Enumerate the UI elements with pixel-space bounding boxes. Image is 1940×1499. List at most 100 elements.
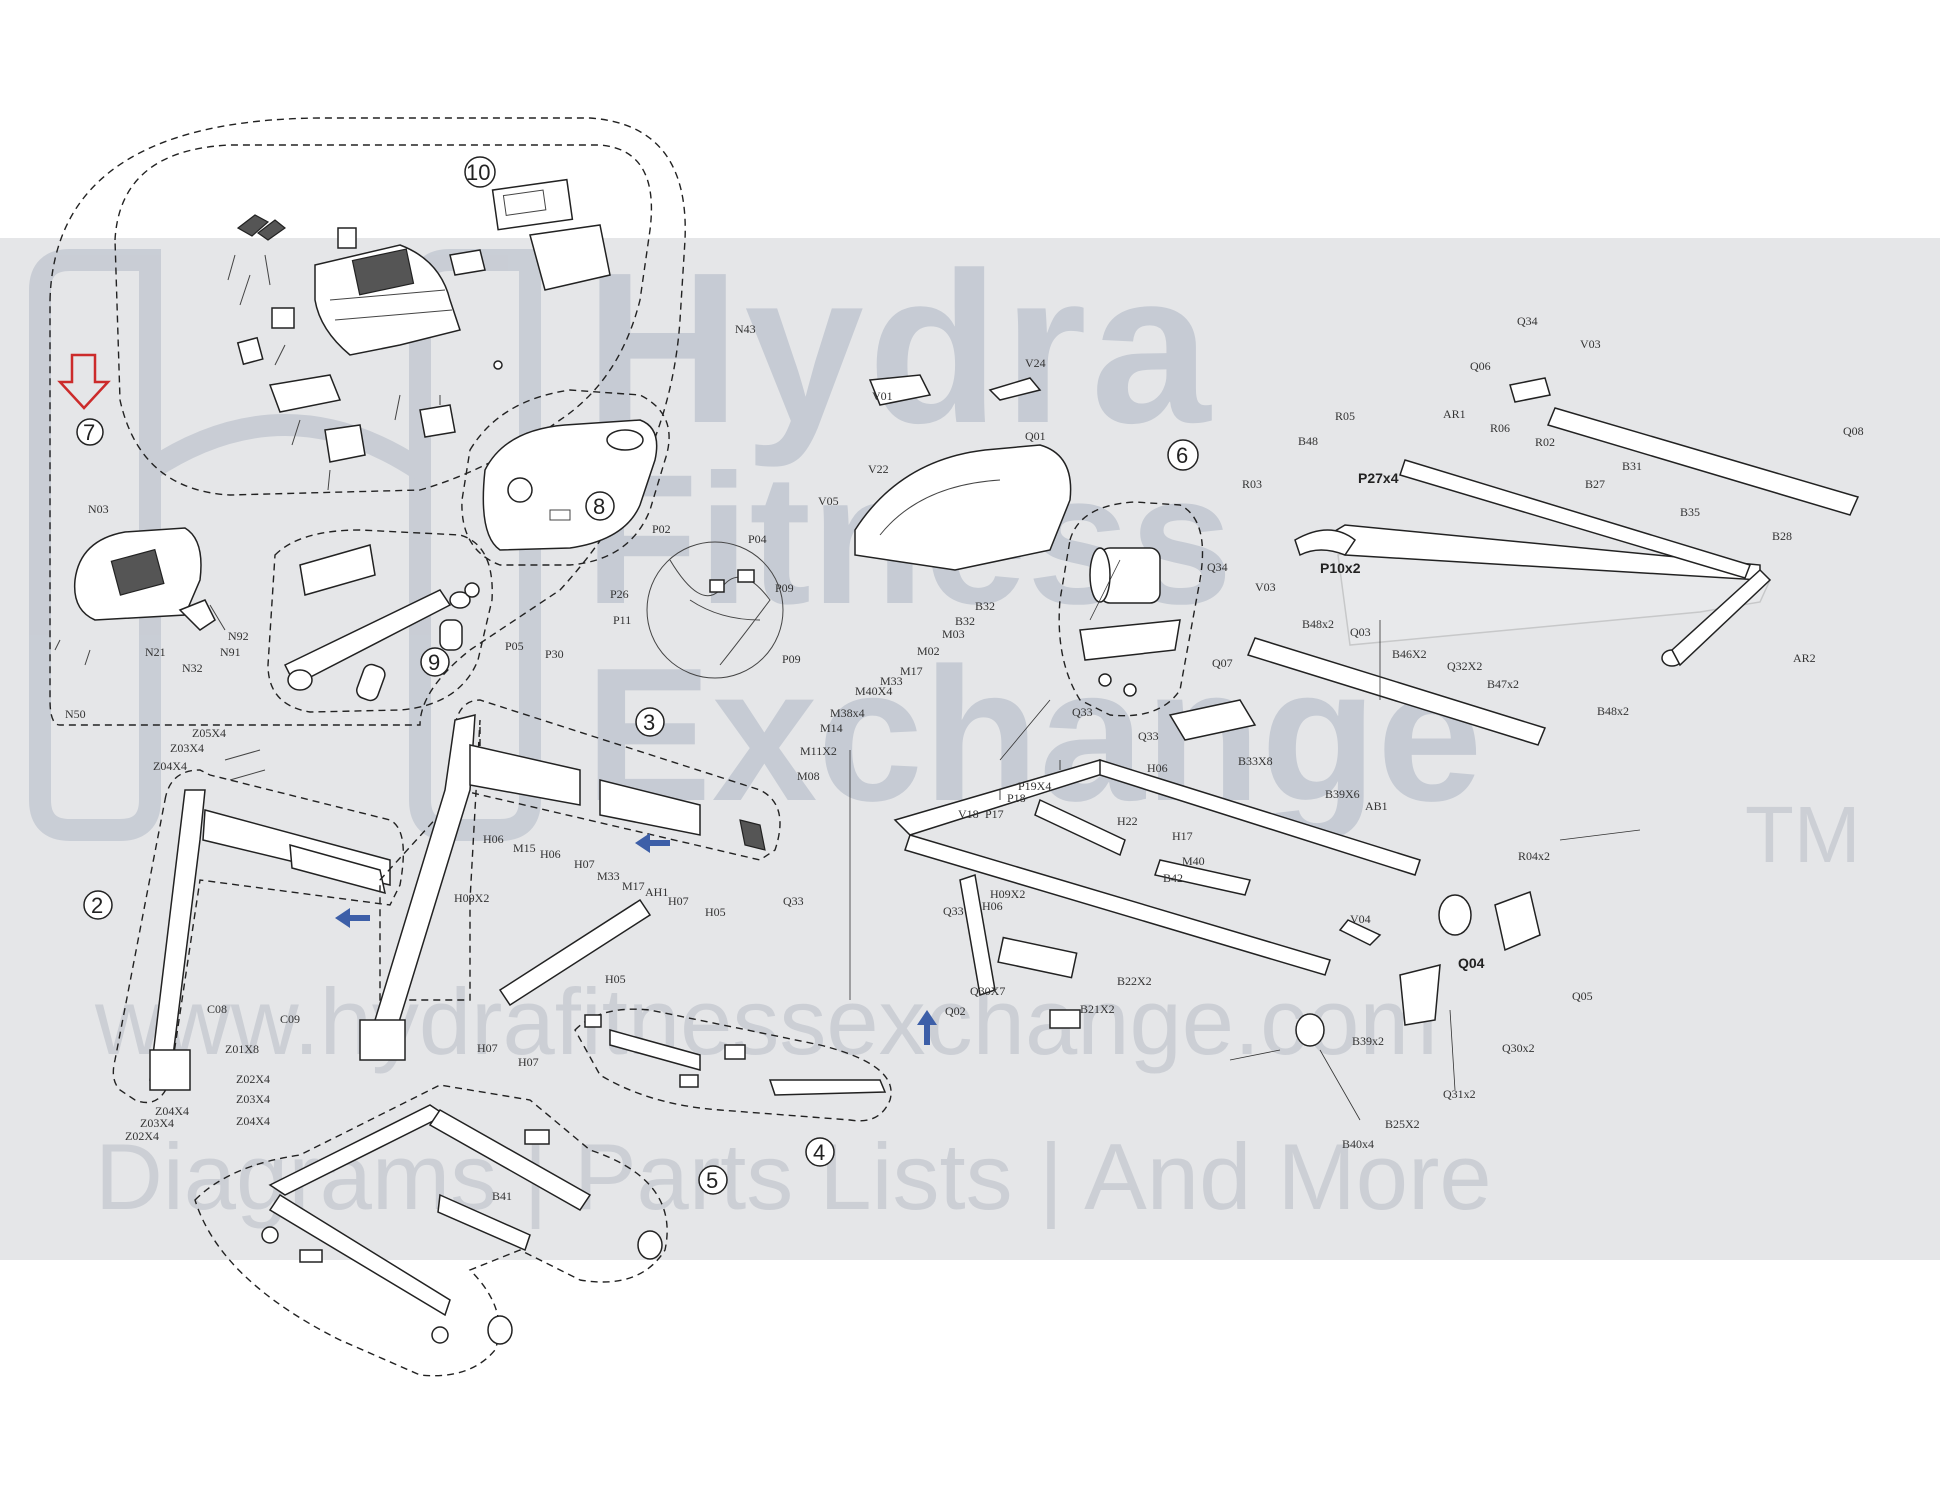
part-label: H09X2	[454, 891, 489, 905]
right-upright-3	[359, 699, 781, 1061]
part-label: Q33	[1138, 729, 1159, 743]
part-label: P11	[613, 613, 631, 627]
group-number-10: 10	[466, 160, 490, 185]
part-label: B48x2	[1302, 617, 1334, 631]
part-label: V04	[1350, 912, 1371, 926]
part-label: Q04	[1458, 955, 1485, 971]
part-label: Q30x2	[1502, 1041, 1535, 1055]
part-label: B39X6	[1325, 787, 1360, 801]
watermark-band	[0, 238, 1940, 1260]
part-label: H22	[1117, 814, 1138, 828]
part-label: P27x4	[1358, 470, 1399, 486]
part-label: P17	[985, 807, 1004, 821]
watermark-word-hydra: Hydra	[585, 227, 1215, 468]
part-label: R06	[1490, 421, 1510, 435]
handlebar-pod	[54, 527, 226, 666]
part-label: AR1	[1443, 407, 1466, 421]
part-label: M40X4	[855, 684, 892, 698]
part-label: H06	[982, 899, 1003, 913]
part-label: M02	[917, 644, 940, 658]
part-label: Q07	[1212, 656, 1233, 670]
part-label: R02	[1535, 435, 1555, 449]
part-label: H09X2	[990, 887, 1025, 901]
group-number-5: 5	[706, 1168, 718, 1193]
red-arrow-icon	[57, 353, 111, 410]
group-number-7: 7	[83, 420, 95, 445]
part-label: M08	[797, 769, 820, 783]
part-label: H06	[540, 847, 561, 861]
part-label: B41	[492, 1189, 512, 1203]
part-label: Q32X2	[1447, 659, 1482, 673]
part-label: M38x4	[830, 706, 865, 720]
group-number-2: 2	[91, 893, 103, 918]
part-label: V05	[818, 494, 839, 508]
part-label: H07	[668, 894, 689, 908]
part-labels: N03 N92 N91 N21 N32 N50 N43 P02 P04 P09 …	[65, 314, 1864, 1203]
part-label: Z04X4	[236, 1114, 270, 1128]
part-label: B48	[1298, 434, 1318, 448]
part-label: V03	[1255, 580, 1276, 594]
blue-arrow-icon	[335, 908, 370, 928]
part-label: Q33	[943, 904, 964, 918]
part-label: M17	[900, 664, 923, 678]
left-upright-2	[112, 749, 405, 1104]
part-label: P09	[782, 652, 801, 666]
group-number-markers: 10 7 8 9 3 2 6 4 5	[76, 156, 1199, 1195]
part-label: Q30X7	[970, 984, 1005, 998]
wiring-harness	[646, 541, 784, 679]
part-label: M03	[942, 627, 965, 641]
part-label: P02	[652, 522, 671, 536]
part-label: B32	[975, 599, 995, 613]
part-label: H06	[1147, 761, 1168, 775]
group-number-4: 4	[813, 1140, 825, 1165]
part-label: B48x2	[1597, 704, 1629, 718]
part-label: M11X2	[800, 744, 837, 758]
part-label: B25X2	[1385, 1117, 1420, 1131]
part-label: B32	[955, 614, 975, 628]
part-label: AH1	[645, 885, 668, 899]
part-label: Q08	[1843, 424, 1864, 438]
blue-arrow-icon	[917, 1010, 937, 1045]
part-label: B40x4	[1342, 1137, 1374, 1151]
part-label: B42	[1163, 871, 1183, 885]
part-label: P30	[545, 647, 564, 661]
part-label: M40	[1182, 854, 1205, 868]
part-label: Q33	[1072, 705, 1093, 719]
group-number-8: 8	[593, 494, 605, 519]
part-label: B31	[1622, 459, 1642, 473]
part-label: B46X2	[1392, 647, 1427, 661]
part-label: P19X4	[1018, 779, 1051, 793]
base-frame-5	[194, 1084, 668, 1377]
part-label: N92	[228, 629, 249, 643]
belt-rails	[1246, 377, 1860, 746]
part-label: N50	[65, 707, 86, 721]
part-label: V03	[1580, 337, 1601, 351]
part-label: Q06	[1470, 359, 1491, 373]
part-label: B47x2	[1487, 677, 1519, 691]
part-label: Q33	[783, 894, 804, 908]
part-label: V22	[868, 462, 889, 476]
part-label: Z01X8	[225, 1042, 259, 1056]
part-label: M15	[513, 841, 536, 855]
part-label: B22X2	[1117, 974, 1152, 988]
part-label: V18	[958, 807, 979, 821]
part-label: P18	[1007, 791, 1026, 805]
part-label: Z05X4	[192, 726, 226, 740]
part-label: Z03X4	[170, 741, 204, 755]
part-label: Q02	[945, 1004, 966, 1018]
rear-covers	[1295, 891, 1541, 1047]
part-label: P26	[610, 587, 629, 601]
watermark-website: www.hydrafitnessexchange.com	[95, 969, 1438, 1074]
part-label: B28	[1772, 529, 1792, 543]
part-label: B21X2	[1080, 1002, 1115, 1016]
part-label: B39x2	[1352, 1034, 1384, 1048]
part-label: Z03X4	[140, 1116, 174, 1130]
part-label: H06	[483, 832, 504, 846]
part-label: Z04X4	[153, 759, 187, 773]
part-label: H17	[1172, 829, 1193, 843]
crossmember-4	[574, 1008, 892, 1122]
part-label: Z02X4	[236, 1072, 270, 1086]
part-label: R04x2	[1518, 849, 1550, 863]
blue-arrow-icon	[635, 833, 670, 853]
